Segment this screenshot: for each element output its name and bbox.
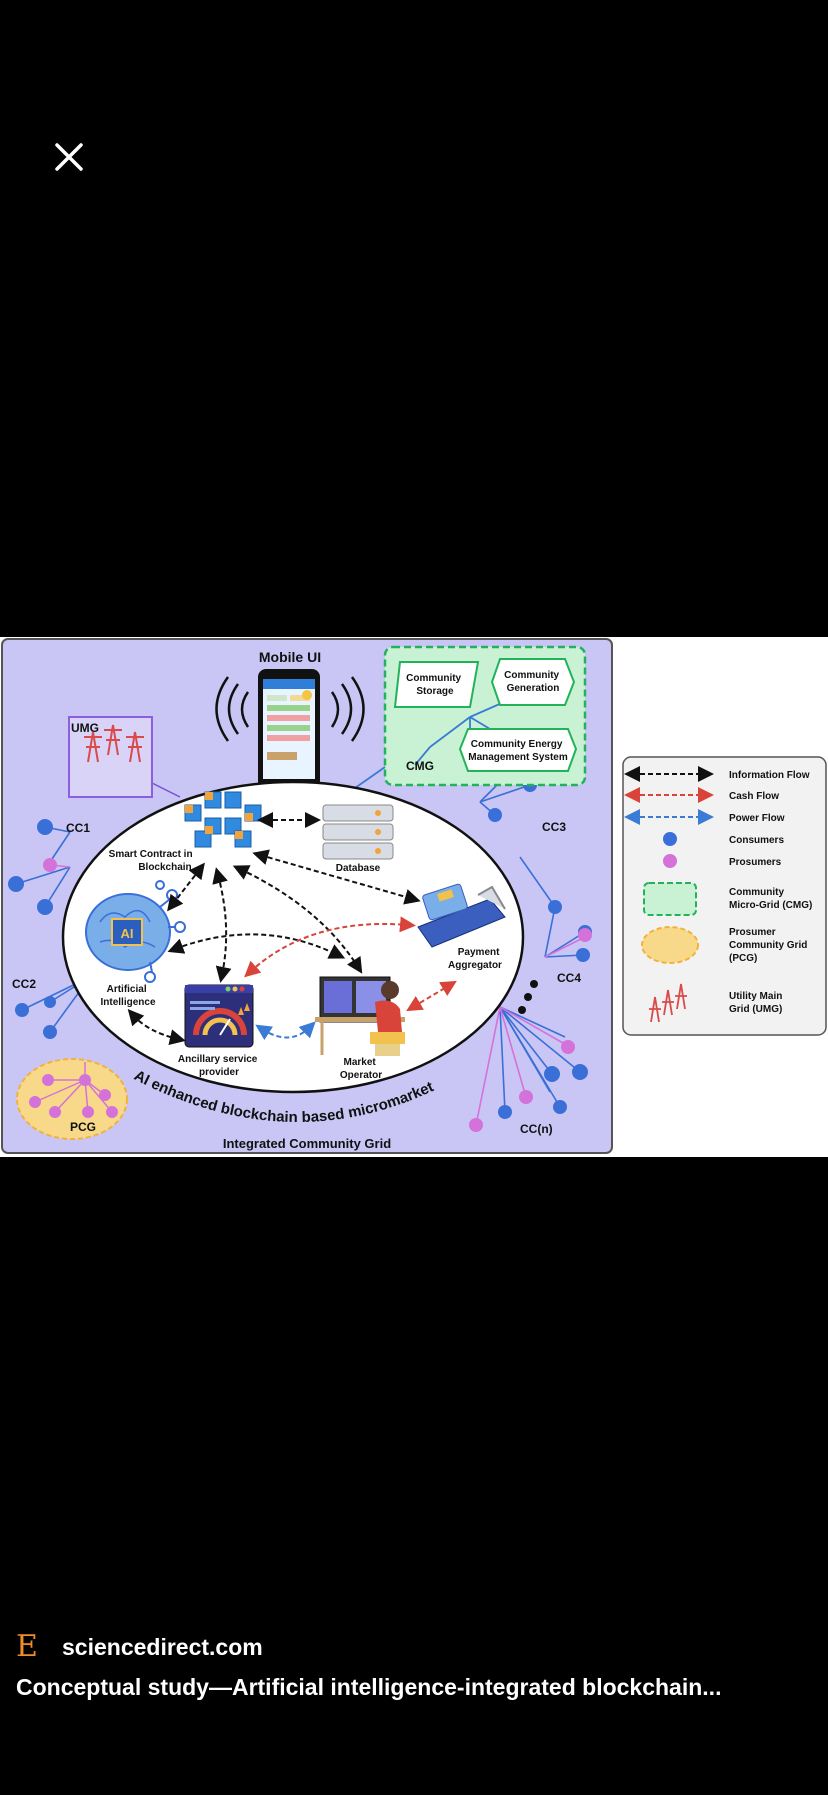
phone-icon bbox=[215, 669, 365, 789]
pcg-group: PCG bbox=[16, 1058, 128, 1140]
image-source-footer[interactable]: E sciencedirect.com Conceptual study—Art… bbox=[16, 1630, 816, 1701]
cash-flows bbox=[244, 916, 457, 1012]
image-caption[interactable]: Conceptual study—Artificial intelligence… bbox=[16, 1674, 722, 1700]
power-flows bbox=[255, 1021, 316, 1041]
legend-cash-flow: Cash Flow bbox=[729, 791, 779, 802]
close-icon bbox=[55, 143, 83, 171]
tower-icon bbox=[84, 724, 144, 763]
label-community-generation: Community Generation bbox=[504, 670, 562, 694]
legend: Information Flow Cash Flow Power Flow Co… bbox=[624, 766, 812, 1023]
legend-pcg: Prosumer Community Grid (PCG) bbox=[729, 927, 810, 964]
legend-consumers: Consumers bbox=[729, 835, 784, 846]
prosumer-dots bbox=[43, 858, 592, 1132]
ancillary-icon bbox=[184, 984, 254, 1048]
database-icon bbox=[322, 804, 394, 860]
legend-tower-icon bbox=[649, 983, 687, 1023]
label-smart-contract: Smart Contract in Blockchain bbox=[109, 849, 196, 873]
label-pcg: PCG bbox=[70, 1120, 96, 1134]
label-payment-aggregator: Payment Aggregator bbox=[448, 947, 502, 971]
diagram: CC1 CC2 CC3 CC4 CC(n) PCG UMG bbox=[1, 638, 827, 1154]
label-umg: UMG bbox=[71, 721, 99, 735]
label-cmg: CMG bbox=[406, 759, 434, 773]
elsevier-e-icon: E bbox=[16, 1629, 38, 1664]
label-artificial-intelligence: Artificial Intelligence bbox=[100, 984, 155, 1008]
legend-prosumers: Prosumers bbox=[729, 857, 782, 868]
brain-icon: AI bbox=[85, 880, 186, 983]
figure-image[interactable]: CC1 CC2 CC3 CC4 CC(n) PCG UMG bbox=[0, 637, 828, 1157]
umg-group: UMG bbox=[68, 716, 181, 798]
label-integrated-grid: Integrated Community Grid bbox=[223, 1136, 391, 1151]
label-ccn: CC(n) bbox=[520, 1122, 553, 1136]
label-cc2: CC2 bbox=[12, 977, 36, 991]
label-cems: Community Energy Management System bbox=[468, 739, 568, 763]
cc-branches bbox=[15, 776, 586, 1113]
cmg-group: Community Storage Community Generation C… bbox=[334, 645, 587, 803]
label-cc1: CC1 bbox=[66, 821, 90, 835]
label-cc4: CC4 bbox=[557, 971, 581, 985]
ai-chip-label: AI bbox=[121, 926, 134, 941]
payment-terminal-icon bbox=[417, 883, 506, 948]
legend-panel bbox=[622, 756, 827, 1036]
legend-cmg: Community Micro-Grid (CMG) bbox=[729, 887, 812, 911]
source-row[interactable]: E sciencedirect.com bbox=[16, 1630, 816, 1664]
label-community-storage: Community Storage bbox=[406, 673, 464, 697]
label-cc3: CC3 bbox=[542, 820, 566, 834]
market-operator-icon bbox=[315, 976, 405, 1056]
source-domain[interactable]: sciencedirect.com bbox=[62, 1633, 263, 1660]
label-ancillary: Ancillary service provider bbox=[178, 1054, 260, 1078]
legend-umg: Utility Main Grid (UMG) bbox=[729, 991, 785, 1015]
label-database: Database bbox=[336, 863, 381, 874]
label-market-operator: Market Operator bbox=[340, 1057, 382, 1081]
legend-info-flow: Information Flow bbox=[729, 770, 810, 781]
blockchain-icon bbox=[184, 791, 262, 848]
close-button[interactable] bbox=[48, 136, 90, 178]
label-mobile-ui: Mobile UI bbox=[259, 649, 321, 665]
legend-power-flow: Power Flow bbox=[729, 813, 785, 824]
